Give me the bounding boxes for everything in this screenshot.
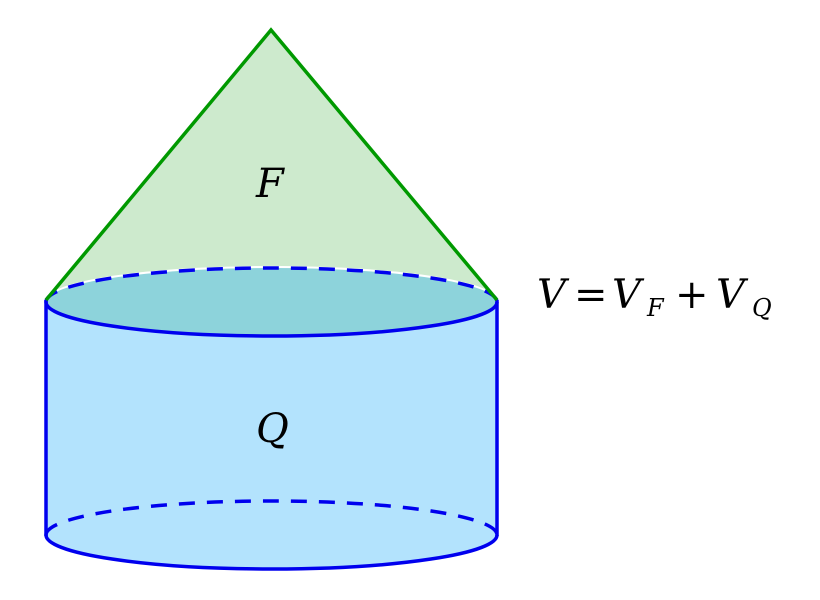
cone-sides xyxy=(44,27,499,302)
formula-term1-sub: F xyxy=(646,294,665,322)
formula-term2: V xyxy=(716,272,749,318)
cone xyxy=(46,30,497,300)
volume-formula: V = V F + V Q xyxy=(537,272,772,322)
bottom-front-edge xyxy=(44,534,499,571)
top-back-edge-dashed xyxy=(44,266,499,303)
formula-equals: = xyxy=(574,272,608,318)
cylinder-top-ellipse xyxy=(46,268,497,336)
formula-term1: V xyxy=(612,272,645,318)
bottom-back-edge-dashed xyxy=(44,499,499,536)
top-front-edge xyxy=(44,301,499,338)
cylinder-label: Q xyxy=(256,406,289,452)
cone-label: F xyxy=(255,161,285,207)
formula-plus: + xyxy=(675,272,709,318)
cylinder-body xyxy=(46,302,497,570)
formula-term2-sub: Q xyxy=(752,294,772,322)
formula-lhs: V xyxy=(537,272,570,318)
